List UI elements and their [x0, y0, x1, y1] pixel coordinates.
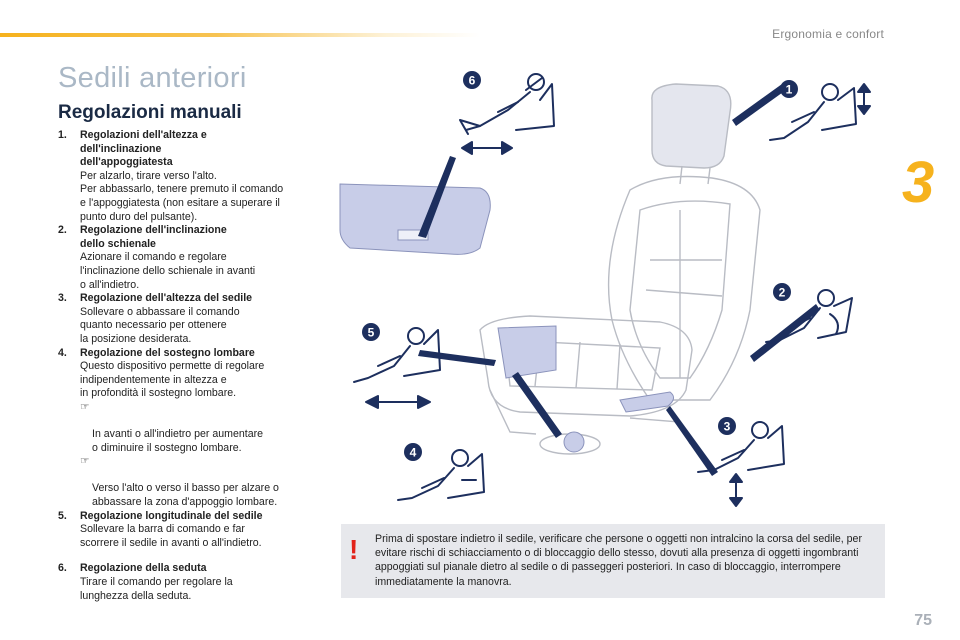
- item-number: 2.: [58, 224, 67, 237]
- badge-3: 3: [718, 417, 736, 435]
- item-heading: Regolazioni dell'altezza e dell'inclinaz…: [80, 129, 207, 169]
- item-body: Questo dispositivo permette di regolare …: [80, 360, 265, 400]
- seat-illustration: 6 1 2 5 3 4: [339, 71, 871, 507]
- svg-text:6: 6: [469, 74, 476, 88]
- svg-text:4: 4: [410, 446, 417, 460]
- item-number: 1.: [58, 129, 67, 141]
- list-item: 1. Regolazioni dell'altezza e dell'incli…: [58, 129, 320, 224]
- list-item: 3. Regolazione dell'altezza del sedile S…: [58, 292, 320, 346]
- item-bullet: ☞ Verso l'alto o verso il basso per alza…: [80, 455, 320, 509]
- pointer-2: [750, 304, 820, 362]
- svg-text:2: 2: [779, 286, 786, 300]
- headrest-outline: [651, 83, 732, 169]
- item-heading: Regolazione del sostegno lombare: [80, 346, 255, 359]
- item-number: 5.: [58, 509, 67, 522]
- chapter-number: 3: [902, 150, 935, 215]
- badge-1: 1: [780, 80, 798, 98]
- figure-2: [765, 289, 853, 343]
- adjustment-list: 1. Regolazioni dell'altezza e dell'incli…: [58, 129, 320, 603]
- item-heading: Regolazione della seduta: [80, 562, 207, 575]
- list-item: 6. Regolazione della seduta Tirare il co…: [58, 562, 320, 603]
- item-body: Per alzarlo, tirare verso l'alto. Per ab…: [80, 169, 284, 223]
- item-body: Azionare il comando e regolare l'inclina…: [80, 251, 256, 291]
- item-number: 4.: [58, 346, 67, 359]
- warning-box: ! Prima di spostare indietro il sedile, …: [341, 524, 885, 598]
- badge-4: 4: [404, 443, 422, 461]
- pointer-5: [418, 350, 496, 366]
- page-number: 75: [914, 612, 932, 629]
- item-body: Sollevare o abbassare il comando quanto …: [80, 305, 240, 345]
- svg-text:5: 5: [368, 326, 375, 340]
- callout-badges: 6 1 2 5 3 4: [362, 71, 798, 461]
- cushion-outline: [479, 315, 693, 417]
- pointer-3: [666, 406, 718, 476]
- page-title: Sedili anteriori: [58, 62, 247, 94]
- header-accent-bar: [0, 33, 480, 37]
- bullet-arrow-icon: ☞: [80, 400, 90, 413]
- list-item: 4. Regolazione del sostegno lombare Ques…: [58, 347, 320, 510]
- figure-1: [769, 83, 871, 141]
- item-heading: Regolazione longitudinale del sedile: [80, 509, 263, 522]
- warning-text: Prima di spostare indietro il sedile, ve…: [375, 533, 862, 588]
- bullet-text: Verso l'alto o verso il basso per alzare…: [92, 482, 279, 509]
- badge-2: 2: [773, 283, 791, 301]
- item-bullet: ☞ In avanti o all'indietro per aumentare…: [80, 401, 320, 455]
- seat-rail: [489, 389, 537, 435]
- list-item: 2. Regolazione dell'inclinazione dello s…: [58, 224, 320, 292]
- badge-6: 6: [463, 71, 481, 89]
- svg-text:1: 1: [786, 83, 793, 97]
- svg-text:3: 3: [724, 420, 731, 434]
- backrest-outline: [607, 175, 761, 401]
- item-body: Sollevare la barra di comando e far scor…: [80, 523, 262, 549]
- page-subtitle: Regolazioni manuali: [58, 102, 242, 123]
- cushion-extension: [339, 183, 491, 255]
- figure-6: [459, 73, 555, 155]
- lumbar-knob: [563, 431, 585, 453]
- badge-5: 5: [362, 323, 380, 341]
- pointer-4: [512, 372, 562, 438]
- item-body: Tirare il comando per regolare la lunghe…: [80, 576, 233, 602]
- lumbar-panel: [497, 325, 557, 379]
- warning-icon: !: [349, 534, 359, 565]
- height-lever: [619, 391, 674, 413]
- figure-3: [697, 421, 785, 507]
- pointer-1: [732, 84, 786, 126]
- bullet-arrow-icon: ☞: [80, 455, 90, 468]
- item-heading: Regolazione dell'inclinazione dello schi…: [80, 224, 227, 250]
- bullet-text: In avanti o all'indietro per aumentare o…: [92, 428, 264, 454]
- figure-5: [353, 327, 441, 409]
- list-item: 5. Regolazione longitudinale del sedile …: [58, 510, 320, 551]
- item-heading: Regolazione dell'altezza del sedile: [80, 292, 253, 305]
- item-number: 6.: [58, 562, 67, 575]
- section-title: Ergonomia e confort: [772, 27, 884, 41]
- figure-4: [397, 449, 485, 501]
- pointer-6: [418, 156, 456, 238]
- item-number: 3.: [58, 292, 67, 305]
